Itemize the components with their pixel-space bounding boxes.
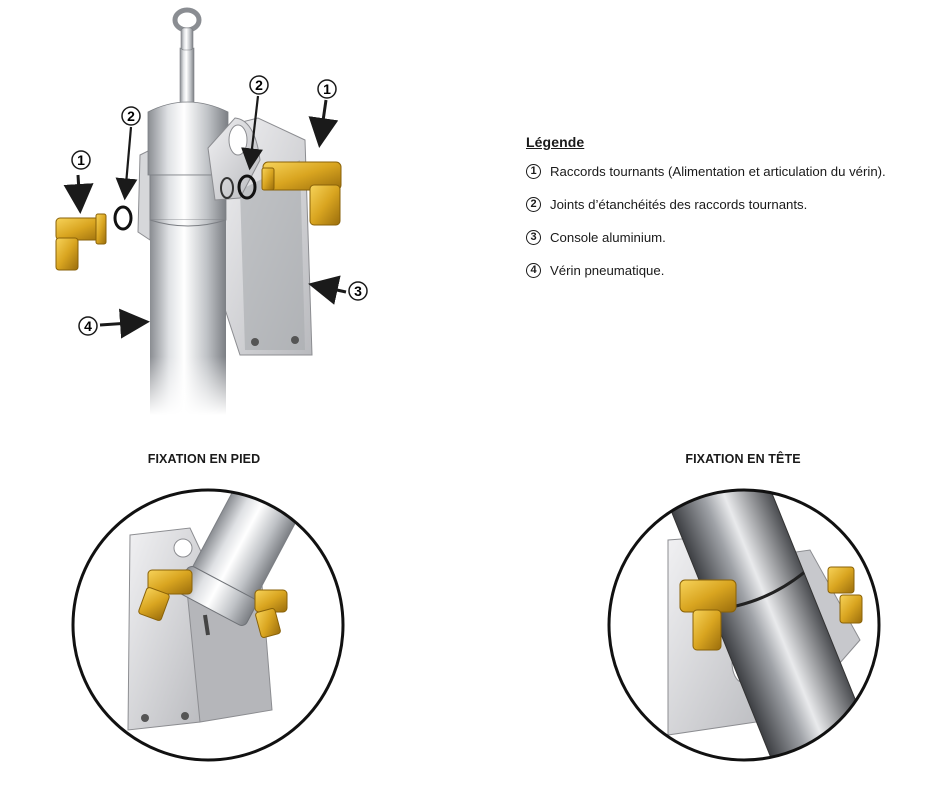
callout-2-left: 2 — [127, 108, 135, 124]
legend-text: Joints d’étanchéités des raccords tourna… — [550, 196, 808, 212]
legend-text: Console aluminium. — [550, 229, 666, 245]
detail-fixation-pied — [71, 488, 345, 762]
legend-number: 3 — [526, 229, 541, 245]
callout-1-left: 1 — [77, 152, 85, 168]
verin-cylinder — [147, 101, 229, 415]
legend-item: 3 Console aluminium. — [526, 228, 938, 246]
legend-item: 1 Raccords tournants (Alimentation et ar… — [526, 162, 938, 180]
caption-fixation-tete: FIXATION EN TÊTE — [685, 452, 801, 466]
raccord-left — [55, 213, 107, 271]
joint-right — [237, 174, 257, 200]
legend-item: 2 Joints d’étanchéités des raccords tour… — [526, 195, 938, 213]
callout-1-right: 1 — [323, 81, 331, 97]
caption-fixation-pied: FIXATION EN PIED — [147, 452, 261, 466]
piston-rod — [172, 7, 202, 107]
callout-labels: 1 2 2 1 3 4 — [71, 75, 368, 336]
joint-left — [113, 205, 133, 231]
legend-number: 1 — [526, 163, 541, 179]
main-assembly — [55, 7, 342, 415]
detail-fixation-tete — [607, 488, 881, 762]
legend-text: Vérin pneumatique. — [550, 262, 665, 278]
legend-number: 4 — [526, 262, 541, 278]
callout-3: 3 — [354, 283, 362, 299]
callout-arrows — [63, 95, 347, 339]
legend-text: Raccords tournants (Alimentation et arti… — [550, 163, 886, 179]
callout-4: 4 — [84, 318, 92, 334]
legend: Légende 1 Raccords tournants (Alimentati… — [526, 134, 938, 294]
legend-item: 4 Vérin pneumatique. — [526, 261, 938, 279]
callout-2-right: 2 — [255, 77, 263, 93]
legend-title: Légende — [526, 134, 585, 150]
legend-number: 2 — [526, 196, 541, 212]
raccord-right — [261, 161, 342, 226]
